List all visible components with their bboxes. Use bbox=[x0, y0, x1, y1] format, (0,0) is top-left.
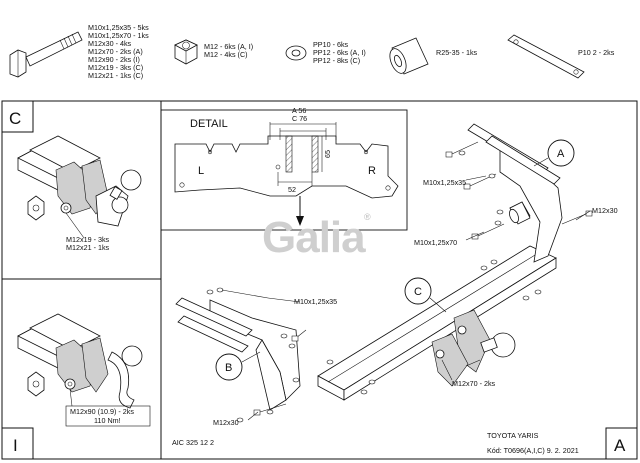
panel-i-illustration bbox=[17, 313, 143, 409]
panel-a-letter-box bbox=[605, 427, 638, 460]
spacer-spec: R25-35 - 1ks bbox=[436, 48, 478, 57]
bolt-spec-6: M12x19 - 3ks (C) bbox=[88, 63, 143, 72]
label-m12x30-bottom: M12x30 bbox=[213, 418, 239, 427]
label-m10x35-top: M10x1,25x35 bbox=[423, 178, 466, 187]
footer-model: TOYOTA YARIS bbox=[487, 431, 539, 440]
detail-frame bbox=[160, 109, 408, 231]
panel-c-letter: C bbox=[9, 109, 21, 128]
bolt-icon bbox=[9, 31, 83, 78]
spacer-on-assembly bbox=[509, 201, 531, 225]
washer-icon bbox=[285, 45, 307, 61]
galia-logo-mark: ® bbox=[364, 212, 371, 222]
leader-c-1 bbox=[65, 212, 85, 239]
detail-dim-a: A 56 bbox=[292, 106, 306, 115]
washer-spec-3: PP12 - 8ks (C) bbox=[313, 56, 360, 65]
drawing-frame bbox=[1, 100, 638, 460]
panel-c-letter-box bbox=[1, 100, 34, 133]
plate-icon bbox=[507, 34, 585, 79]
footer-kod: Kód: T0696(A,I,C) 9. 2. 2021 bbox=[487, 446, 579, 455]
bolt-spec-4: M12x70 - 2ks (A) bbox=[88, 47, 143, 56]
label-m12x70: M12x70 - 2ks bbox=[452, 379, 496, 388]
panel-i-letter-box bbox=[1, 427, 34, 460]
panel-c-label-1: M12x19 - 3ks bbox=[66, 235, 110, 244]
detail-left-label: L bbox=[198, 165, 204, 177]
panel-c-illustration bbox=[17, 135, 142, 227]
footer-code: AIC 325 12 2 bbox=[172, 438, 214, 447]
panel-i-label-1: M12x90 (10.9) - 2ks bbox=[70, 407, 134, 416]
detail-dim-c: C 76 bbox=[292, 114, 307, 123]
panel-i-label-2: 110 Nm! bbox=[94, 416, 121, 425]
nut-spec-1: M12 - 6ks (A, I) bbox=[204, 42, 253, 51]
washer-spec-1: PP10 - 6ks bbox=[313, 40, 349, 49]
label-m10x35-left: M10x1,25x35 bbox=[294, 297, 337, 306]
label-leaders bbox=[221, 175, 591, 421]
panel-c-label-2: M12x21 - 1ks bbox=[66, 243, 110, 252]
spacer-tube-icon bbox=[389, 37, 429, 75]
label-m12x30-right: M12x30 bbox=[592, 206, 618, 215]
panel-i-frame bbox=[1, 278, 162, 460]
detail-drawing: DETAIL A 56 C 76 65 52 L R bbox=[174, 106, 399, 226]
bolt-spec-1: M10x1,25x35 - 5ks bbox=[88, 23, 149, 32]
panel-i-letter: I bbox=[13, 436, 18, 455]
leader-i-1 bbox=[69, 388, 73, 407]
parts-list: M10x1,25x35 - 5ks M10x1,25x70 - 1ks M12x… bbox=[9, 23, 615, 80]
bolt-spec-5: M12x90 - 2ks (I) bbox=[88, 55, 140, 64]
bolt-spec-7: M12x21 - 1ks (C) bbox=[88, 71, 143, 80]
callout-c-circle bbox=[404, 277, 432, 305]
torque-note-box bbox=[65, 405, 151, 427]
detail-dim-height: 65 bbox=[323, 150, 332, 158]
callout-b: B bbox=[225, 362, 232, 374]
bolt-spec-3: M12x30 - 4ks bbox=[88, 39, 132, 48]
plate-spec: P10 2 - 2ks bbox=[578, 48, 615, 57]
callout-b-circle bbox=[215, 353, 243, 381]
fastener-markers bbox=[206, 141, 593, 423]
label-m10x70: M10x1,25x70 bbox=[414, 238, 457, 247]
callout-a-circle bbox=[547, 139, 575, 167]
nut-icon bbox=[174, 39, 198, 65]
callout-a: A bbox=[557, 148, 565, 160]
bolt-spec-2: M10x1,25x70 - 1ks bbox=[88, 31, 149, 40]
detail-dim-width: 52 bbox=[288, 185, 296, 194]
main-assembly bbox=[175, 123, 563, 411]
galia-logo: Galia bbox=[262, 213, 366, 262]
nut-spec-2: M12 - 4ks (C) bbox=[204, 50, 248, 59]
detail-title: DETAIL bbox=[190, 118, 228, 130]
washer-spec-2: PP12 - 6ks (A, I) bbox=[313, 48, 366, 57]
callout-c: C bbox=[414, 286, 422, 298]
detail-right-label: R bbox=[368, 165, 376, 177]
panel-a-letter: A bbox=[614, 436, 626, 455]
